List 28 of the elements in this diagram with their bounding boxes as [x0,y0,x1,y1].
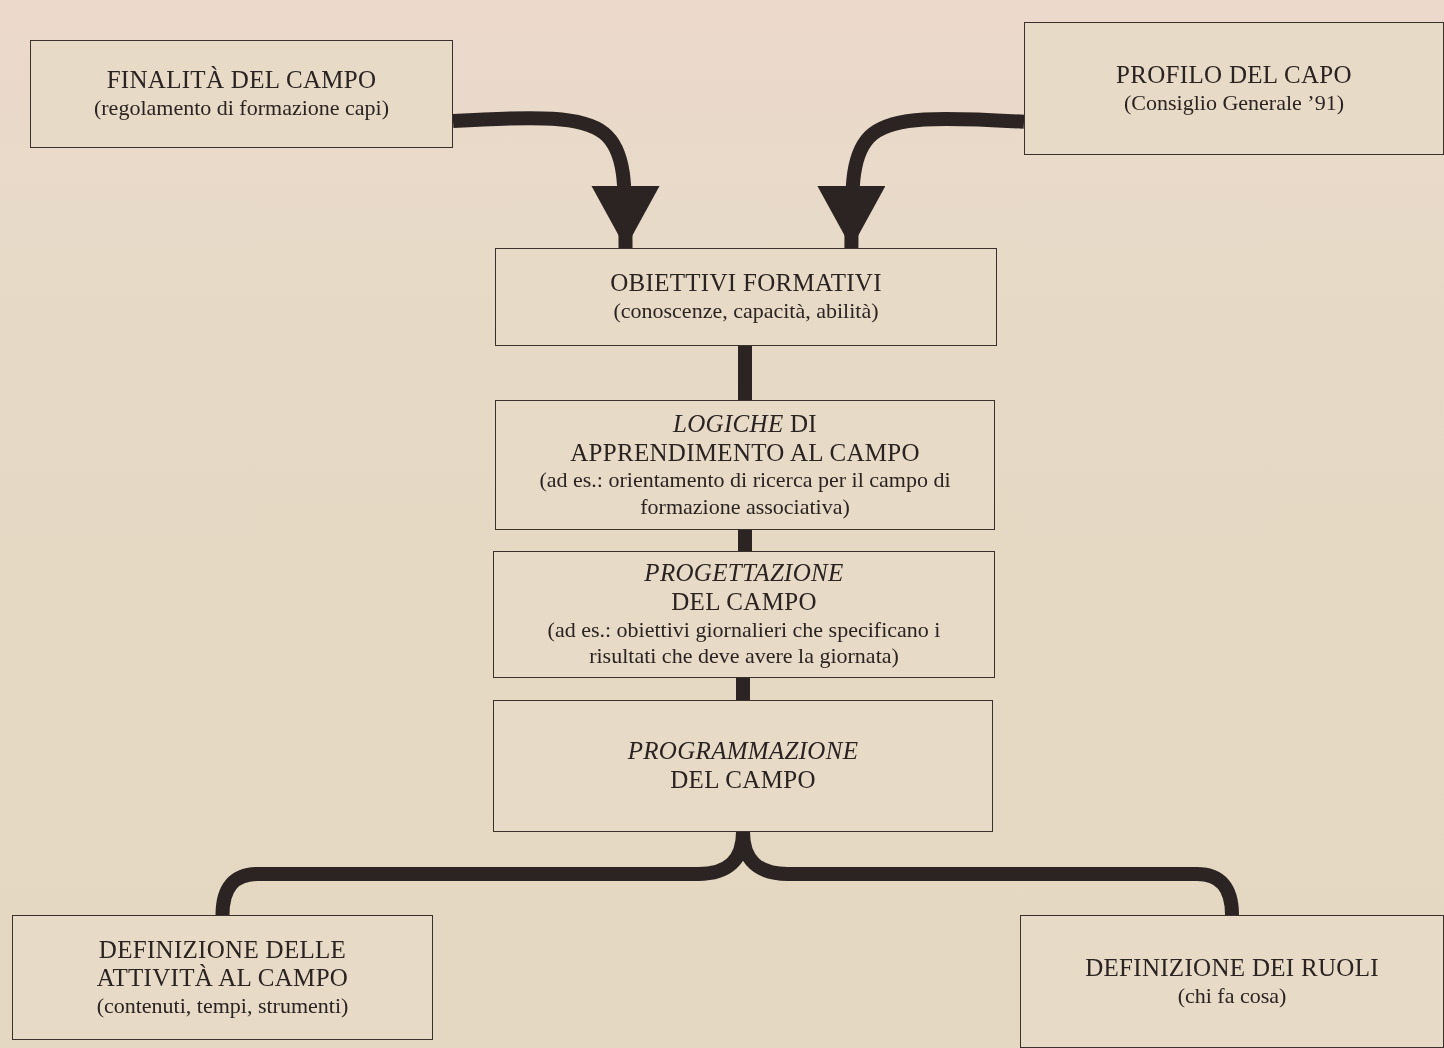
text-box [1024,22,1444,155]
text-box [493,700,993,832]
box-note: (conoscenze, capacità, abilità) [613,298,879,324]
box-heading: PROGRAMMAZIONE DEL CAMPO [627,737,859,793]
connector-line [736,678,750,700]
text-box [495,400,995,530]
text-box [493,551,995,678]
box-note: (contenuti, tempi, strumenti) [96,993,349,1019]
box-note: (ad es.: orientamento di ricerca per il campo di formazione associativa) [539,467,951,519]
box-heading: PROGETTAZIONE DEL CAMPO [644,559,844,616]
connector-line [738,530,752,551]
connector-line [738,346,752,400]
box-heading: OBIETTIVI FORMATIVI [610,269,882,297]
text-box [495,248,997,346]
text-box [30,40,453,148]
box-note: (Consiglio Generale ’91) [1124,89,1344,115]
box-heading: DEFINIZIONE DEI RUOLI [1085,953,1379,981]
box-note: (ad es.: obiettivi giornalieri che specificano i risultati che deve avere la giornata) [547,616,941,669]
box-note: (chi fa cosa) [1177,982,1287,1008]
arrow [817,111,1025,249]
text-box [1020,915,1444,1048]
box-heading: PROFILO DEL CAPO [1116,60,1352,88]
box-heading: FINALITÀ DEL CAMPO [106,66,377,94]
box-heading: LOGICHE DI APPRENDIMENTO AL CAMPO [570,409,920,466]
text-box [12,915,433,1040]
box-note: (regolamento di formazione capi) [93,95,389,121]
arrow [452,111,660,249]
box-heading: DEFINIZIONE DELLE ATTIVITÀ AL CAMPO [96,935,349,992]
